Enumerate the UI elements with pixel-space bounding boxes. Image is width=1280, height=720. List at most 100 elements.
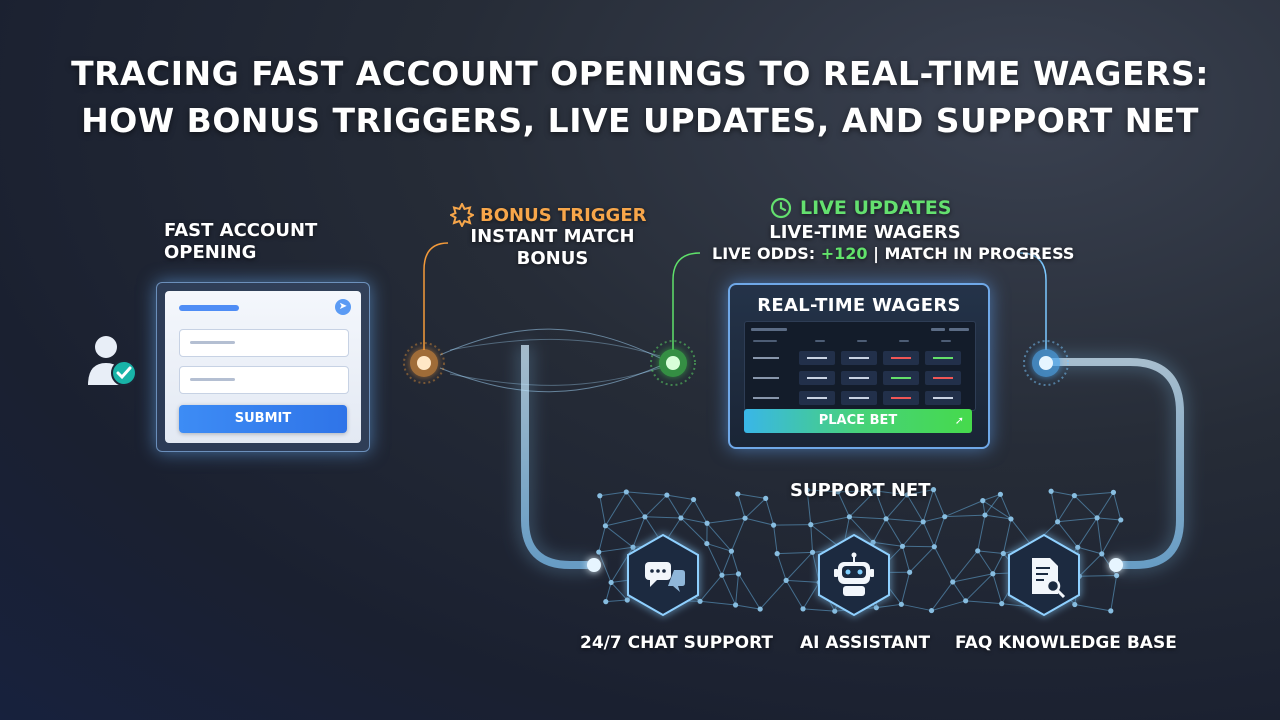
network-node xyxy=(603,599,609,605)
network-link xyxy=(807,489,839,493)
clock-icon xyxy=(770,197,792,219)
network-link xyxy=(992,573,1003,604)
cursor-icon: ➚ xyxy=(954,414,964,427)
network-link xyxy=(982,493,1001,502)
network-node xyxy=(963,598,969,604)
network-node xyxy=(832,608,838,614)
send-icon[interactable]: ➤ xyxy=(335,299,351,315)
network-link xyxy=(599,491,627,497)
network-node xyxy=(835,489,841,495)
network-link xyxy=(1074,604,1111,612)
network-node xyxy=(757,606,763,612)
network-link xyxy=(1074,491,1114,497)
network-node xyxy=(596,549,602,555)
network-node xyxy=(774,551,780,557)
network-node xyxy=(809,549,816,555)
network-link xyxy=(666,494,682,519)
network-node xyxy=(690,496,697,503)
user-check-icon xyxy=(88,336,137,386)
place-bet-label: PLACE BET xyxy=(818,413,898,428)
network-link xyxy=(738,573,761,610)
network-link xyxy=(1010,518,1033,547)
network-node xyxy=(1114,572,1120,579)
network-link xyxy=(721,574,737,606)
ai-assistant-label: AI ASSISTANT xyxy=(800,633,931,653)
bonus-subtitle: INSTANT MATCH BONUS xyxy=(470,226,635,270)
live-updates-heading: LIVE UPDATES xyxy=(770,197,951,219)
network-node xyxy=(597,493,603,499)
network-link xyxy=(977,550,1004,554)
network-link xyxy=(773,524,811,526)
email-input[interactable] xyxy=(179,366,349,394)
network-node xyxy=(770,522,777,528)
network-link xyxy=(1096,517,1103,554)
real-time-wagers-panel: REAL-TIME WAGERS xyxy=(728,283,990,449)
bonus-trigger-heading: BONUS TRIGGER xyxy=(450,203,646,227)
network-node xyxy=(678,515,684,521)
title-line-2: HOW BONUS TRIGGERS, LIVE UPDATES, AND SU… xyxy=(81,101,1199,140)
network-link xyxy=(598,546,634,553)
chat-support-label: 24/7 CHAT SUPPORT xyxy=(580,633,774,653)
signup-form: ➤ SUBMIT xyxy=(165,291,361,443)
network-link xyxy=(837,491,850,518)
network-link xyxy=(730,518,746,552)
network-link xyxy=(605,525,634,548)
network-node xyxy=(624,597,630,603)
network-node xyxy=(623,489,629,495)
network-node xyxy=(1099,551,1105,557)
network-link xyxy=(721,551,732,576)
network-node xyxy=(630,544,636,550)
network-node xyxy=(1108,608,1114,614)
place-bet-button[interactable]: PLACE BET ➚ xyxy=(744,409,972,433)
network-node xyxy=(980,498,986,504)
bonus-node xyxy=(403,342,445,384)
network-link xyxy=(1074,495,1098,519)
fast-account-label: FAST ACCOUNT OPENING xyxy=(164,220,317,264)
network-link xyxy=(599,495,606,526)
submit-button[interactable]: SUBMIT xyxy=(179,405,347,433)
support-net-title: SUPPORT NET xyxy=(790,480,931,501)
live-node xyxy=(650,340,696,386)
bonus-trigger-text: BONUS TRIGGER xyxy=(480,204,647,226)
table-row[interactable] xyxy=(749,370,971,386)
network-node xyxy=(1110,489,1117,495)
network-link xyxy=(598,525,606,553)
network-node xyxy=(664,492,670,498)
support-loop-right xyxy=(1046,354,1188,573)
network-link xyxy=(1101,519,1122,555)
network-link xyxy=(706,543,732,552)
network-link xyxy=(765,498,775,526)
network-link xyxy=(965,600,1002,605)
network-link xyxy=(900,572,911,605)
network-node xyxy=(804,487,810,493)
network-link xyxy=(901,546,911,573)
table-row[interactable] xyxy=(749,390,971,406)
network-node xyxy=(942,514,948,520)
name-input[interactable] xyxy=(179,329,349,357)
network-link xyxy=(605,516,646,527)
network-node xyxy=(904,492,910,498)
network-link xyxy=(605,582,612,602)
network-link xyxy=(977,550,994,575)
network-link xyxy=(1078,553,1103,577)
live-connector xyxy=(672,252,701,350)
network-link xyxy=(776,553,787,581)
network-link xyxy=(933,516,946,547)
network-link xyxy=(777,551,813,555)
network-link xyxy=(610,582,628,601)
table-row[interactable] xyxy=(749,350,971,366)
network-node xyxy=(930,487,937,493)
network-link xyxy=(605,599,628,603)
network-link xyxy=(909,546,935,573)
network-link xyxy=(773,525,778,554)
network-link xyxy=(849,516,887,520)
end-node xyxy=(1023,340,1069,386)
network-node xyxy=(898,601,904,607)
network-node xyxy=(704,540,710,547)
network-link xyxy=(737,493,766,499)
network-link xyxy=(1057,495,1075,523)
fast-account-label-line2: OPENING xyxy=(164,242,257,263)
network-link xyxy=(759,580,787,610)
network-node xyxy=(1008,516,1014,522)
network-link xyxy=(700,600,736,606)
